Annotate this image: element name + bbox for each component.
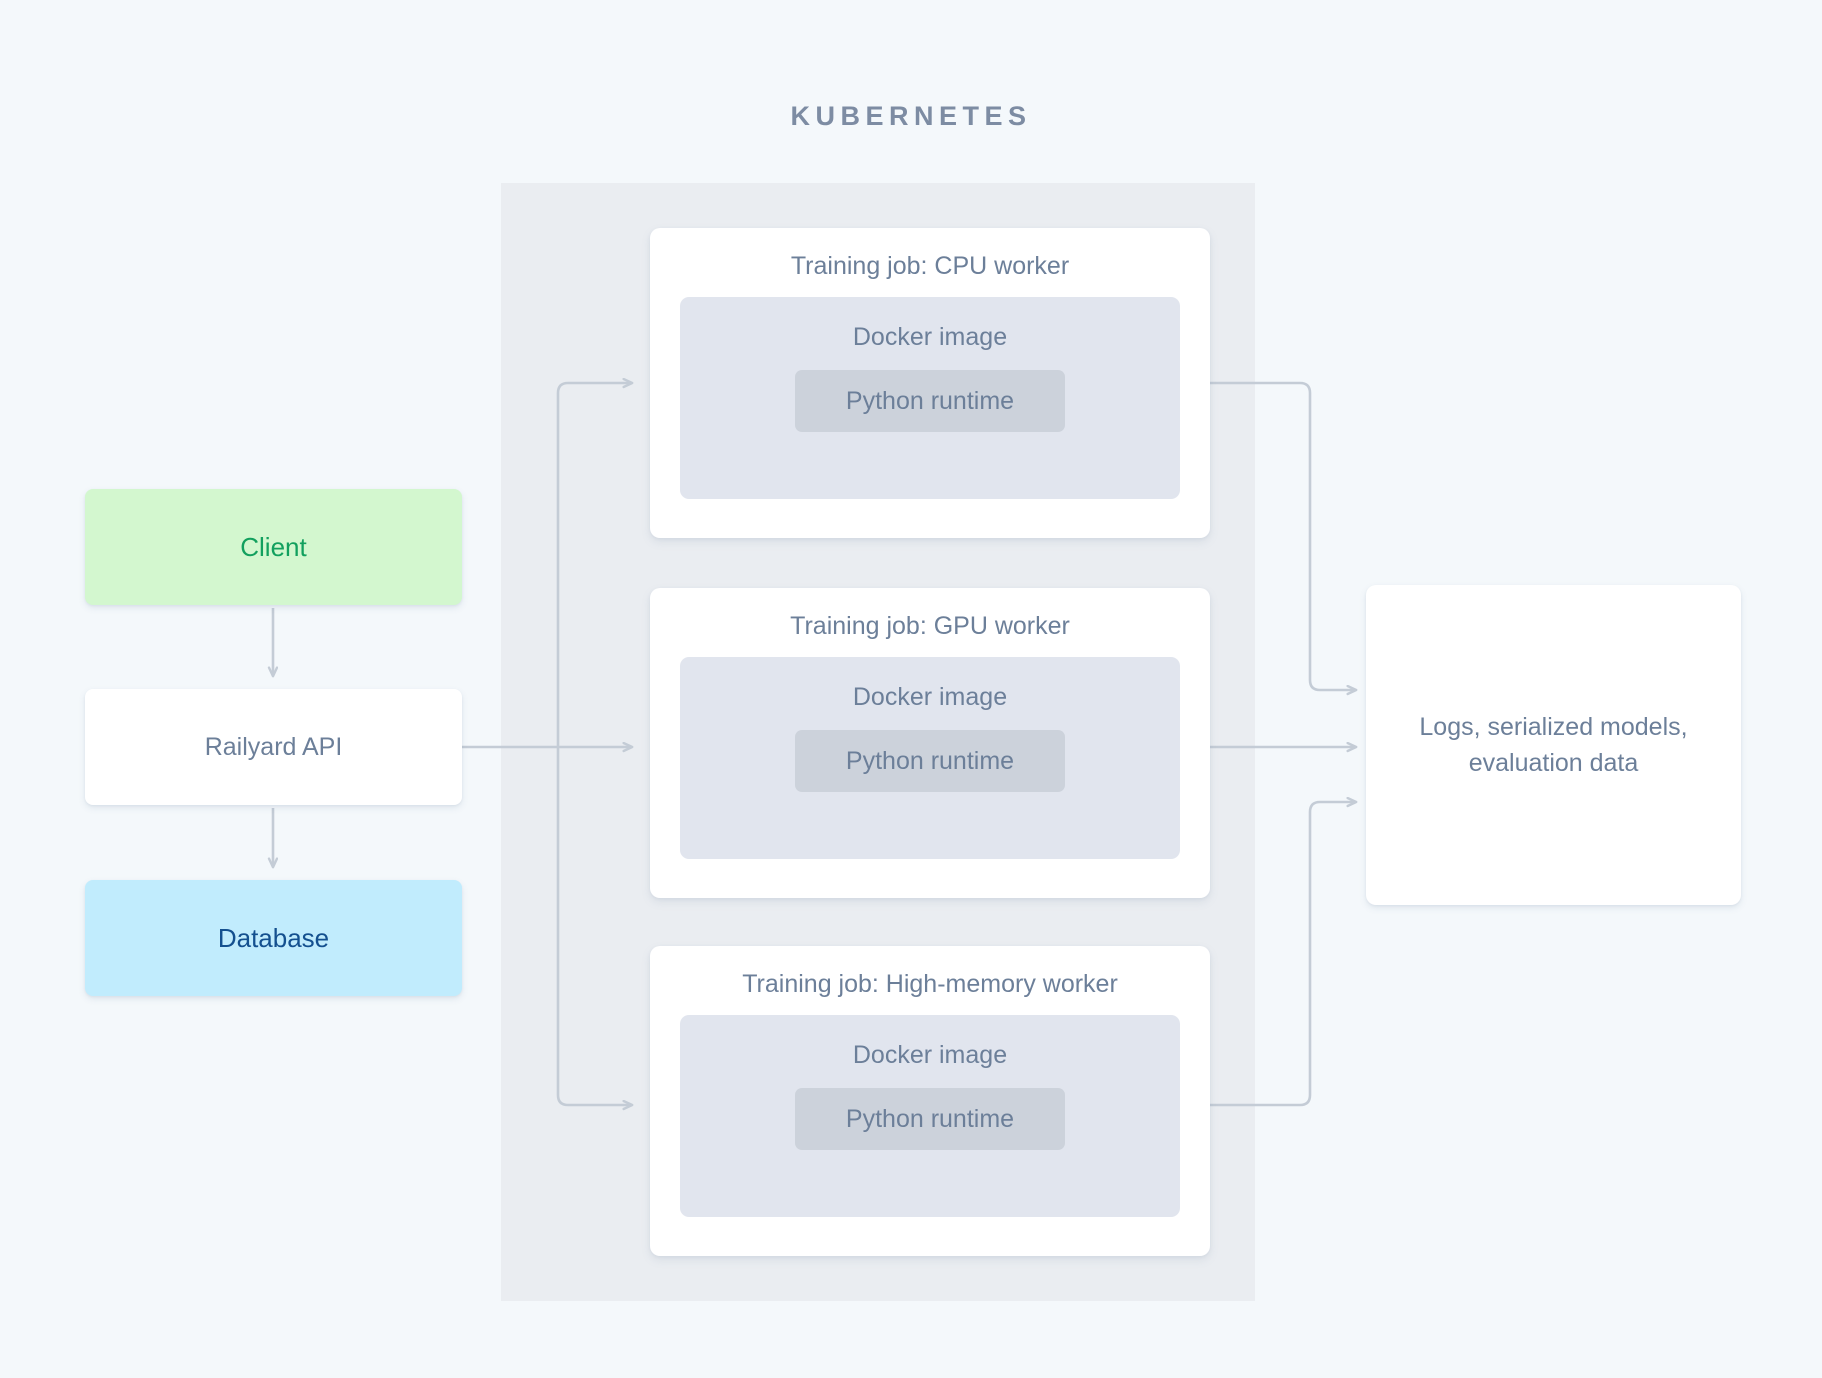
output-line-1: Logs, serialized models, bbox=[1419, 712, 1688, 741]
output-line-2: evaluation data bbox=[1468, 749, 1639, 777]
docker-image-box: Docker image Python runtime bbox=[680, 1015, 1180, 1217]
node-railyard-api-label: Railyard API bbox=[204, 732, 343, 761]
node-output-artifacts[interactable]: Logs, serialized models, evaluation data bbox=[1366, 585, 1741, 905]
job-card-gpu-worker[interactable]: Training job: GPU worker Docker image Py… bbox=[650, 588, 1210, 898]
page-title: KUBERNETES bbox=[790, 101, 1032, 131]
python-runtime-chip: Python runtime bbox=[795, 370, 1065, 432]
job-card-title: Training job: GPU worker bbox=[790, 612, 1070, 640]
job-card-title: Training job: High-memory worker bbox=[742, 970, 1118, 998]
python-runtime-chip: Python runtime bbox=[795, 730, 1065, 792]
docker-image-label: Docker image bbox=[852, 323, 1008, 351]
node-client-label: Client bbox=[240, 531, 307, 562]
job-card-cpu-worker[interactable]: Training job: CPU worker Docker image Py… bbox=[650, 228, 1210, 538]
node-railyard-api[interactable]: Railyard API bbox=[85, 689, 462, 805]
node-database-label: Database bbox=[217, 922, 330, 953]
node-database[interactable]: Database bbox=[85, 880, 462, 996]
python-runtime-chip: Python runtime bbox=[795, 1088, 1065, 1150]
job-card-title: Training job: CPU worker bbox=[790, 252, 1070, 280]
node-client[interactable]: Client bbox=[85, 489, 462, 605]
docker-image-label: Docker image bbox=[852, 683, 1008, 711]
docker-image-box: Docker image Python runtime bbox=[680, 657, 1180, 859]
docker-image-box: Docker image Python runtime bbox=[680, 297, 1180, 499]
job-card-high-memory-worker[interactable]: Training job: High-memory worker Docker … bbox=[650, 946, 1210, 1256]
docker-image-label: Docker image bbox=[852, 1041, 1008, 1069]
